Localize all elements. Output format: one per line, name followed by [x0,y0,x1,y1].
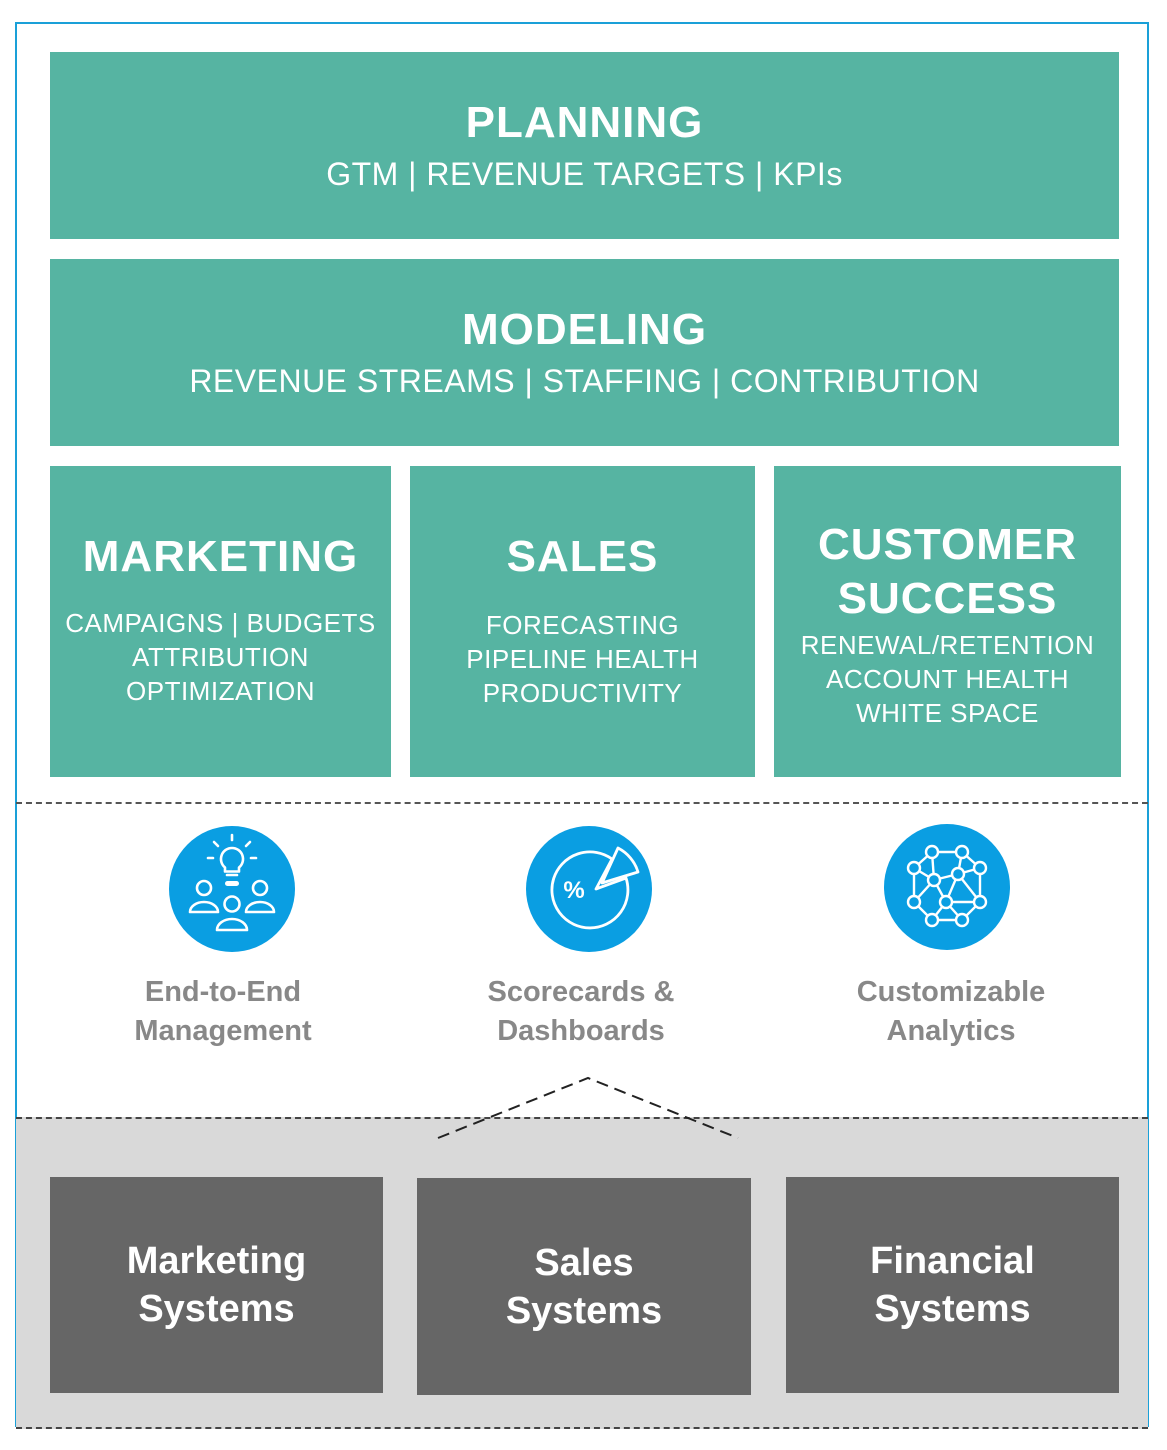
sales-detail-line: PIPELINE HEALTH [466,644,699,674]
customer-success-title-line: SUCCESS [837,574,1058,623]
pie-chart-percent-icon: % [526,826,652,952]
planning-title: PLANNING [465,98,704,147]
marketing-detail-line: ATTRIBUTION [132,642,309,672]
percent-symbol: % [563,877,584,904]
sales-title-line: SALES [506,532,659,581]
customer-success-detail-line: RENEWAL/RETENTION [800,630,1095,660]
customer-success-detail-line: ACCOUNT HEALTH [826,664,1069,694]
system-label-line: Systems [874,1288,1031,1330]
marketing-systems-box: Marketing Systems [50,1177,383,1393]
feature-label-management: End-to-End Management [73,973,373,1051]
sales-detail-line: PRODUCTIVITY [482,678,683,708]
modeling-bar: MODELING REVENUE STREAMS | STAFFING | CO… [50,259,1119,446]
feature-label-line: Customizable [856,976,1046,1008]
feature-label-line: Management [134,1015,312,1047]
planning-subtitle: GTM | REVENUE TARGETS | KPIs [326,156,843,192]
sales-details: FORECASTING PIPELINE HEALTH PRODUCTIVITY [410,608,755,710]
sales-title: SALES [410,530,755,584]
team-idea-icon [169,826,295,952]
system-label-line: Financial [870,1240,1035,1282]
network-globe-icon [884,824,1010,950]
section-divider [16,802,1148,804]
feature-label-line: End-to-End [144,976,302,1008]
system-label-line: Sales [534,1241,634,1284]
sales-systems-box: Sales Systems [417,1178,751,1395]
customer-success-details: RENEWAL/RETENTION ACCOUNT HEALTH WHITE S… [774,628,1121,730]
sales-detail-line: FORECASTING [485,610,680,640]
marketing-detail-line: OPTIMIZATION [126,676,315,706]
feature-label-line: Scorecards & [487,976,675,1008]
customer-success-title-line: CUSTOMER [818,520,1077,569]
customer-success-title: CUSTOMER SUCCESS [774,518,1121,626]
marketing-title-line: MARKETING [82,532,359,581]
modeling-title: MODELING [461,305,708,354]
planning-bar: PLANNING GTM | REVENUE TARGETS | KPIs [50,52,1119,239]
customer-success-box: CUSTOMER SUCCESS RENEWAL/RETENTION ACCOU… [774,466,1121,777]
marketing-detail-line: CAMPAIGNS | BUDGETS [65,608,376,638]
customer-success-detail-line: WHITE SPACE [856,698,1039,728]
system-label-line: Systems [505,1289,663,1332]
marketing-title: MARKETING [50,530,391,584]
feature-label-line: Analytics [886,1015,1016,1047]
system-label-line: Marketing [126,1240,307,1282]
feature-label-analytics: Customizable Analytics [801,973,1101,1051]
feature-label-line: Dashboards [497,1015,665,1047]
system-label-line: Systems [138,1288,295,1330]
roof-connector [437,1076,739,1139]
sales-box: SALES FORECASTING PIPELINE HEALTH PRODUC… [410,466,755,777]
marketing-details: CAMPAIGNS | BUDGETS ATTRIBUTION OPTIMIZA… [50,606,391,708]
financial-systems-box: Financial Systems [786,1177,1119,1393]
feature-label-dashboards: Scorecards & Dashboards [431,973,731,1051]
modeling-subtitle: REVENUE STREAMS | STAFFING | CONTRIBUTIO… [189,363,980,399]
marketing-box: MARKETING CAMPAIGNS | BUDGETS ATTRIBUTIO… [50,466,391,777]
